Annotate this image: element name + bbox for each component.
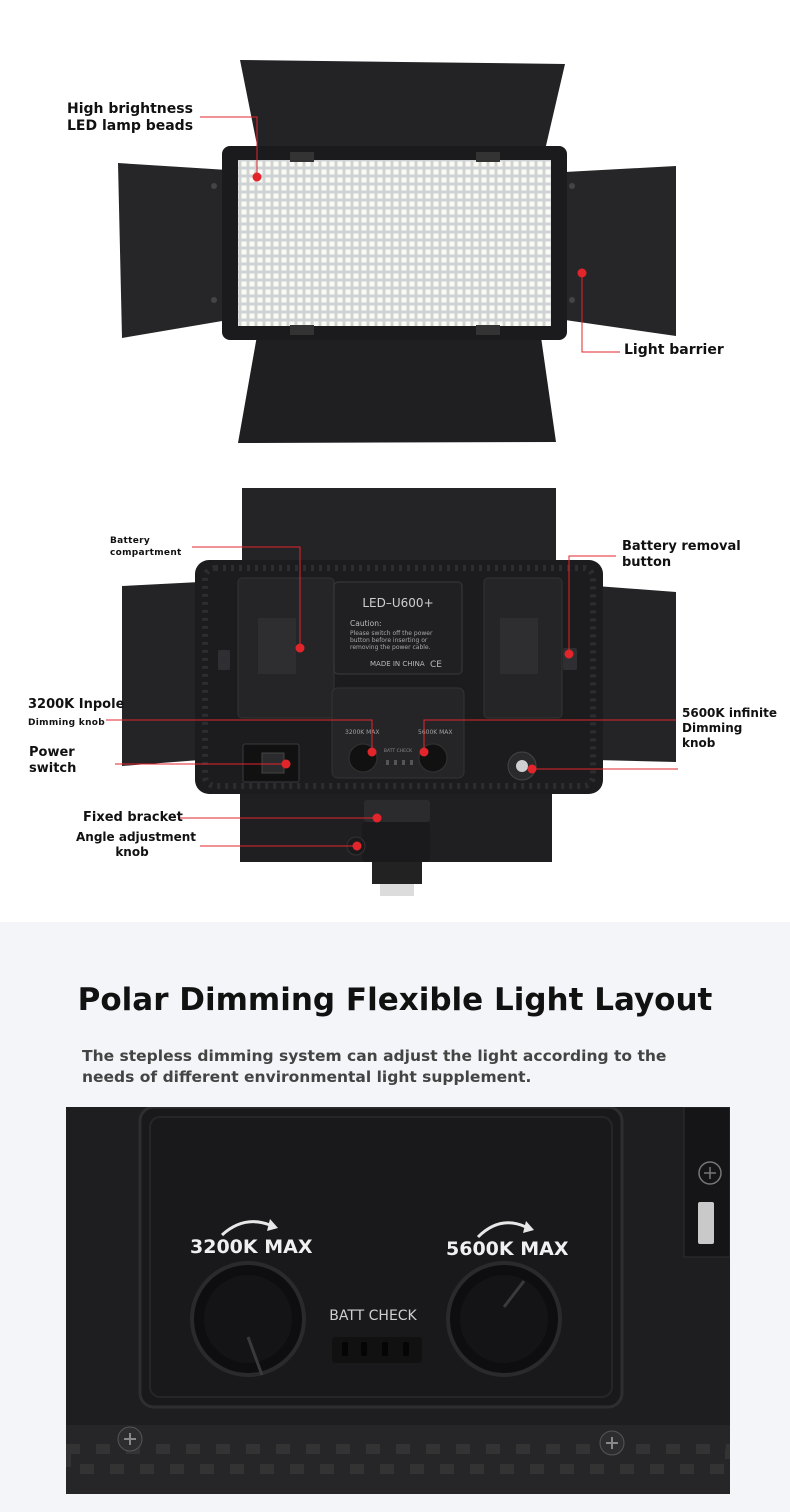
caution-line-1: Please switch off the power: [350, 630, 433, 637]
back-knob-right-print: 5600K MAX: [418, 729, 453, 736]
knob-closeup-photo: 3200K MAX 5600K MAX BATT CHECK: [66, 1107, 730, 1494]
light-barrier-callout-label: Light barrier: [624, 342, 724, 358]
inpole-3200k-label: 3200K Inpole: [28, 697, 125, 712]
bottom-barn-door: [238, 330, 556, 443]
led-beads-callout-dot: [252, 172, 262, 182]
right-barn-door: [565, 166, 676, 336]
angle-adjustment-knob-label: Angle adjustment knob: [76, 830, 196, 859]
led-lamp-beads: [238, 160, 551, 326]
back-knob-left-print: 3200K MAX: [345, 729, 380, 736]
inpole-3200k-sublabel: Dimming knob: [28, 718, 105, 728]
light-barrier-callout-dot: [577, 268, 587, 278]
feature-headline: Polar Dimming Flexible Light Layout: [77, 982, 713, 1018]
left-barn-door: [118, 163, 228, 338]
fixed-bracket-label: Fixed bracket: [83, 810, 183, 825]
infinite-5600k-label: 5600K infinite Dimming knob: [682, 706, 777, 750]
power-switch-label: Power switch: [29, 745, 77, 776]
closeup-batt-check: BATT CHECK: [329, 1308, 417, 1324]
battery-compartment-label: Battery compartment: [110, 536, 182, 558]
closeup-5600k-label: 5600K MAX: [446, 1238, 569, 1260]
feature-description: The stepless dimming system can adjust t…: [82, 1047, 667, 1086]
back-batt-check-print: BATT CHECK: [384, 748, 413, 754]
battery-removal-button-label: Battery removal button: [622, 539, 741, 570]
ce-mark: CE: [430, 660, 442, 670]
caution-title: Caution:: [350, 619, 381, 628]
led-beads-callout-label: High brightness LED lamp beads: [67, 101, 194, 134]
caution-line-2: button before inserting or: [350, 637, 428, 644]
top-barn-door: [240, 60, 565, 150]
made-in-print: MADE IN CHINA: [370, 660, 425, 668]
model-print: LED–U600+: [362, 596, 433, 610]
caution-line-3: removing the power cable.: [350, 644, 431, 651]
back-view-illustration: LED–U600+ Caution: Please switch off the…: [106, 488, 678, 896]
closeup-3200k-label: 3200K MAX: [190, 1236, 313, 1258]
front-view-illustration: [118, 60, 676, 443]
fixed-bracket: [362, 822, 430, 862]
